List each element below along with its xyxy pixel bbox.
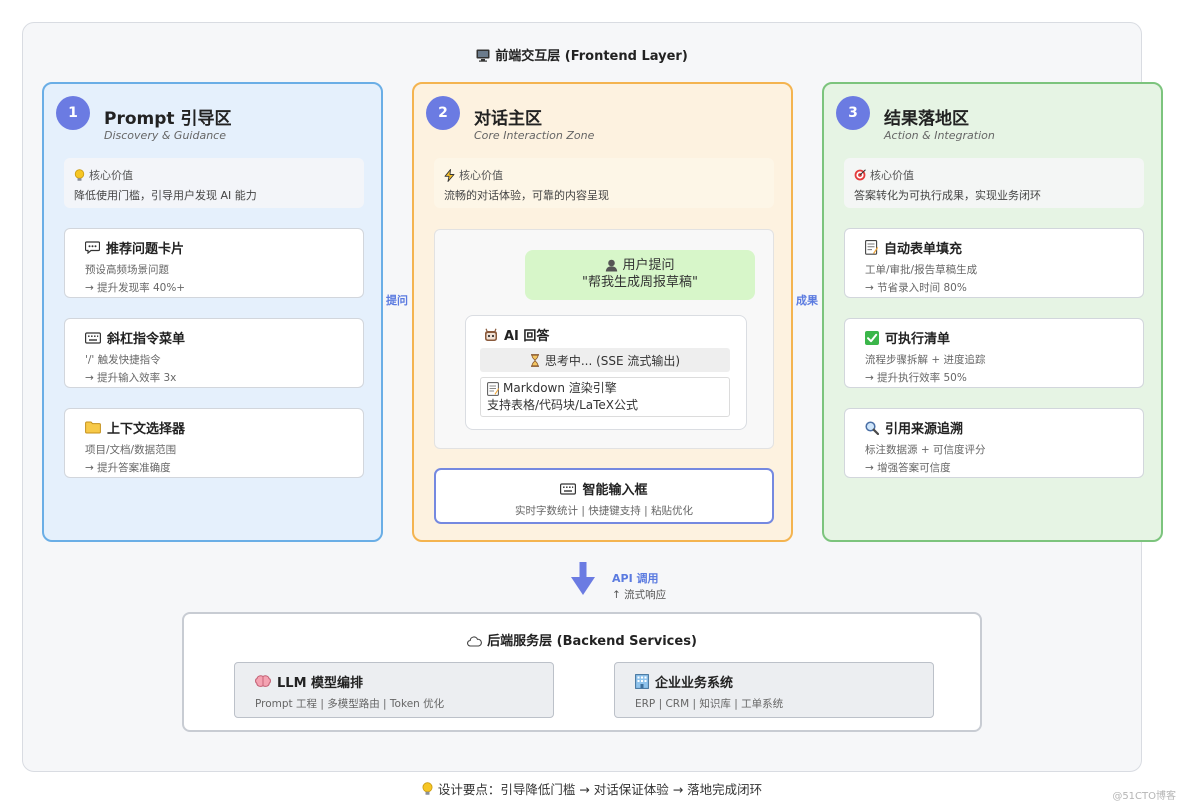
card-slash-command-menu[interactable]: 斜杠指令菜单 '/' 触发快捷指令 → 提升输入效率 3x bbox=[64, 318, 364, 388]
markdown-line-1: Markdown 渲染引擎 bbox=[503, 381, 617, 395]
monitor-icon bbox=[476, 49, 490, 62]
card-desc: 项目/文档/数据范围 bbox=[85, 444, 177, 456]
lightning-icon bbox=[444, 168, 455, 182]
api-call-label: API 调用 bbox=[612, 572, 659, 585]
core-value-text: 答案转化为可执行成果，实现业务闭环 bbox=[854, 189, 1041, 202]
card-metric: → 提升发现率 40%+ bbox=[85, 282, 186, 294]
robot-icon bbox=[485, 328, 497, 341]
markdown-line-2: 支持表格/代码块/LaTeX公式 bbox=[487, 398, 639, 412]
zone-title: Prompt 引导区 bbox=[104, 109, 232, 129]
thinking-indicator: 思考中... (SSE 流式输出) bbox=[480, 348, 730, 372]
zone-action-integration: 3 结果落地区 Action & Integration 核心价值 答案转化为可… bbox=[822, 82, 1163, 542]
card-desc: 标注数据源 + 可信度评分 bbox=[865, 444, 986, 456]
card-desc: 工单/审批/报告草稿生成 bbox=[865, 264, 978, 276]
ai-answer-box: AI 回答 思考中... (SSE 流式输出) Markdown 渲染引擎 bbox=[465, 315, 747, 430]
zone-number-badge: 3 bbox=[836, 96, 870, 130]
user-message-bubble: 用户提问 "帮我生成周报草稿" bbox=[525, 250, 755, 300]
zone-title: 结果落地区 bbox=[884, 109, 969, 129]
design-summary-footer: 设计要点：引导降低门槛 → 对话保证体验 → 落地完成闭环 bbox=[0, 779, 1184, 798]
core-value-box: 核心价值 答案转化为可执行成果，实现业务闭环 bbox=[844, 158, 1144, 208]
zone-subtitle: Discovery & Guidance bbox=[104, 129, 226, 142]
folder-icon bbox=[85, 421, 101, 434]
service-desc: ERP | CRM | 知识库 | 工单系统 bbox=[635, 698, 784, 710]
zone-number-badge: 2 bbox=[426, 96, 460, 130]
magnifier-icon bbox=[865, 420, 879, 435]
watermark: @51CTO博客 bbox=[1112, 791, 1176, 802]
cloud-icon bbox=[467, 636, 483, 647]
zone-title: 对话主区 bbox=[474, 109, 542, 129]
api-stream-label: ↑ 流式响应 bbox=[612, 589, 667, 601]
user-message-label: 用户提问 bbox=[622, 258, 675, 273]
smart-input-desc: 实时字数统计 | 快捷键支持 | 粘贴优化 bbox=[515, 505, 693, 517]
core-value-box: 核心价值 流畅的对话体验，可靠的内容呈现 bbox=[434, 158, 774, 208]
zone-subtitle: Action & Integration bbox=[884, 129, 995, 142]
service-desc: Prompt 工程 | 多模型路由 | Token 优化 bbox=[255, 698, 445, 710]
user-message-text: "帮我生成周报草稿" bbox=[582, 275, 698, 290]
service-llm-orchestration[interactable]: LLM 模型编排 Prompt 工程 | 多模型路由 | Token 优化 bbox=[234, 662, 554, 718]
keyboard-icon bbox=[560, 482, 577, 495]
core-value-text: 降低使用门槛，引导用户发现 AI 能力 bbox=[74, 189, 257, 202]
speech-bubble-icon bbox=[85, 241, 100, 254]
card-title: 可执行清单 bbox=[885, 332, 951, 347]
card-source-tracing[interactable]: 引用来源追溯 标注数据源 + 可信度评分 → 增强答案可信度 bbox=[844, 408, 1144, 478]
arrow-down-icon bbox=[571, 562, 595, 595]
ai-answer-title: AI 回答 bbox=[504, 329, 550, 344]
zone-prompt-guidance: 1 Prompt 引导区 Discovery & Guidance 核心价值 降… bbox=[42, 82, 383, 542]
brain-icon bbox=[255, 675, 271, 687]
backend-layer: 后端服务层 (Backend Services) LLM 模型编排 Prompt… bbox=[182, 612, 982, 732]
zone-number-badge: 1 bbox=[56, 96, 90, 130]
card-title: 自动表单填充 bbox=[884, 242, 963, 257]
card-context-selector[interactable]: 上下文选择器 项目/文档/数据范围 → 提升答案准确度 bbox=[64, 408, 364, 478]
connector-label-result: 成果 bbox=[796, 294, 818, 307]
target-icon bbox=[854, 169, 866, 181]
service-enterprise-systems[interactable]: 企业业务系统 ERP | CRM | 知识库 | 工单系统 bbox=[614, 662, 934, 718]
backend-layer-title: 后端服务层 (Backend Services) bbox=[487, 634, 697, 649]
card-metric: → 提升输入效率 3x bbox=[85, 372, 177, 384]
card-recommended-questions[interactable]: 推荐问题卡片 预设高频场景问题 → 提升发现率 40%+ bbox=[64, 228, 364, 298]
card-metric: → 提升执行效率 50% bbox=[865, 372, 967, 384]
core-value-label: 核心价值 bbox=[459, 169, 503, 182]
card-metric: → 增强答案可信度 bbox=[865, 462, 951, 474]
card-desc: 预设高频场景问题 bbox=[85, 264, 169, 276]
footer-text: 设计要点：引导降低门槛 → 对话保证体验 → 落地完成闭环 bbox=[437, 782, 763, 797]
core-value-text: 流畅的对话体验，可靠的内容呈现 bbox=[444, 189, 609, 202]
keyboard-icon bbox=[85, 331, 101, 344]
smart-input-box[interactable]: 智能输入框 实时字数统计 | 快捷键支持 | 粘贴优化 bbox=[434, 468, 774, 524]
service-title: 企业业务系统 bbox=[655, 676, 734, 691]
office-building-icon bbox=[635, 674, 649, 689]
card-metric: → 节省录入时间 80% bbox=[865, 282, 967, 294]
smart-input-title: 智能输入框 bbox=[582, 483, 648, 498]
card-title: 推荐问题卡片 bbox=[106, 242, 185, 257]
core-value-label: 核心价值 bbox=[870, 169, 914, 182]
connector-label-ask: 提问 bbox=[386, 294, 408, 307]
thinking-text: 思考中... (SSE 流式输出) bbox=[544, 353, 681, 368]
core-value-box: 核心价值 降低使用门槛，引导用户发现 AI 能力 bbox=[64, 158, 364, 208]
card-title: 引用来源追溯 bbox=[885, 422, 964, 437]
frontend-layer-title: 前端交互层 (Frontend Layer) bbox=[495, 49, 688, 64]
card-title: 上下文选择器 bbox=[107, 422, 186, 437]
card-title: 斜杠指令菜单 bbox=[107, 332, 186, 347]
card-desc: 流程步骤拆解 + 进度追踪 bbox=[865, 354, 986, 366]
zone-subtitle: Core Interaction Zone bbox=[474, 129, 595, 142]
card-desc: '/' 触发快捷指令 bbox=[85, 354, 161, 366]
card-executable-checklist[interactable]: 可执行清单 流程步骤拆解 + 进度追踪 → 提升执行效率 50% bbox=[844, 318, 1144, 388]
user-icon bbox=[606, 259, 618, 272]
markdown-render-box: Markdown 渲染引擎 支持表格/代码块/LaTeX公式 bbox=[480, 377, 730, 417]
hourglass-icon bbox=[530, 353, 539, 367]
lightbulb-icon bbox=[422, 782, 433, 795]
zone-core-interaction: 2 对话主区 Core Interaction Zone 核心价值 流畅的对话体… bbox=[412, 82, 793, 542]
memo-icon bbox=[487, 381, 499, 396]
service-title: LLM 模型编排 bbox=[277, 676, 364, 691]
card-auto-form-fill[interactable]: 自动表单填充 工单/审批/报告草稿生成 → 节省录入时间 80% bbox=[844, 228, 1144, 298]
core-value-label: 核心价值 bbox=[89, 169, 133, 182]
memo-icon bbox=[865, 240, 878, 255]
check-mark-icon bbox=[865, 330, 879, 345]
lightbulb-icon bbox=[74, 168, 85, 181]
card-metric: → 提升答案准确度 bbox=[85, 462, 171, 474]
chat-area: 用户提问 "帮我生成周报草稿" AI 回答 思考中... (SSE 流式输出 bbox=[434, 229, 774, 449]
